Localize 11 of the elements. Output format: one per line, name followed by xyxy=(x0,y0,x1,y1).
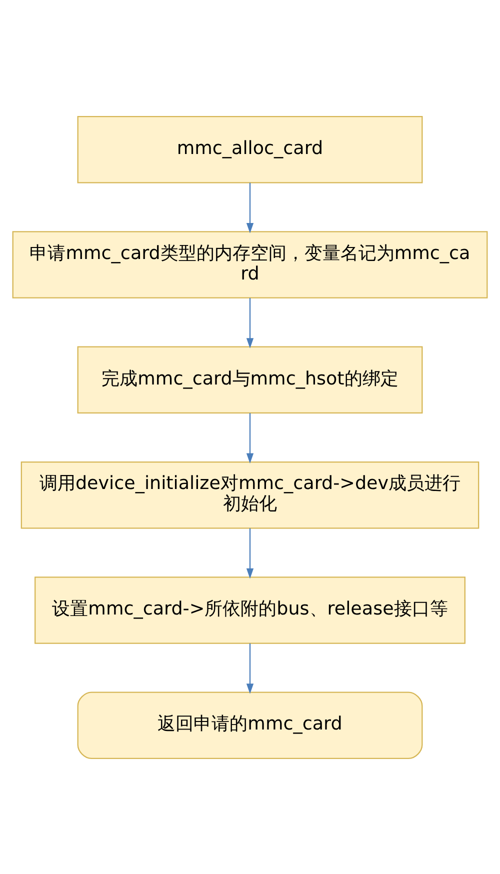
arrow xyxy=(246,182,254,233)
arrow xyxy=(246,412,254,464)
node-box: 返回申请的mmc_card xyxy=(77,691,423,759)
node-box: 申请mmc_card类型的内存空间，变量名记为mmc_card xyxy=(12,230,488,298)
arrow xyxy=(246,297,254,348)
node-box: 完成mmc_card与mmc_hsot的绑定 xyxy=(77,346,423,414)
node-box: 设置mmc_card->所依附的bus、release接口等 xyxy=(34,576,466,644)
arrow xyxy=(246,642,254,694)
node-box: mmc_alloc_card xyxy=(77,116,423,183)
arrow xyxy=(246,528,254,578)
node-box: 调用device_initialize对mmc_card->dev成员进行初始化 xyxy=(20,460,480,528)
